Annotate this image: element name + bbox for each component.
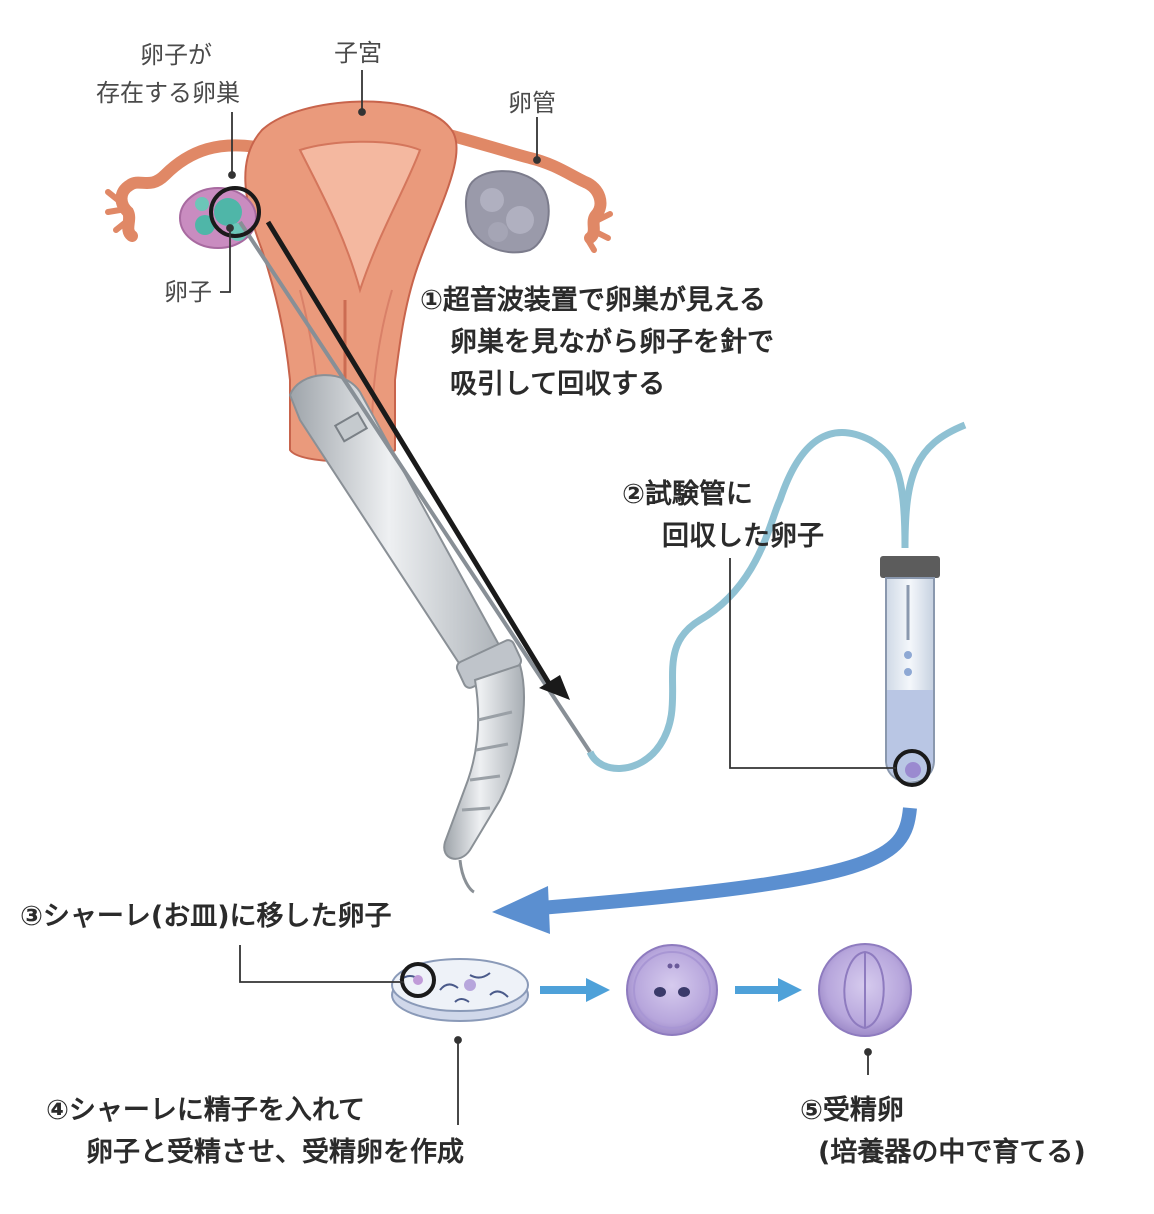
step1-text-line2: 卵巣を見ながら卵子を針で — [450, 327, 774, 358]
transfer-arrow — [492, 807, 917, 934]
progress-arrow-1 — [540, 978, 610, 1002]
step1-text-line3: 吸引して回収する — [450, 369, 666, 400]
leader-lines — [220, 70, 896, 1125]
step5-text-line2: (培養器の中で育てる) — [818, 1137, 1086, 1168]
step2-text-line1: ②試験管に — [622, 479, 753, 510]
ultrasound-probe-illustration — [238, 220, 592, 894]
zygote-cell-illustration — [626, 944, 718, 1036]
ovary-label-line1: 卵子が — [140, 41, 212, 69]
ovary-label-line2: 存在する卵巣 — [96, 79, 240, 107]
two-cell-embryo-illustration — [818, 943, 912, 1037]
egg-label: 卵子 — [164, 278, 212, 306]
oviduct-label: 卵管 — [508, 89, 556, 117]
step3-text: ③シャーレ(お皿)に移した卵子 — [20, 901, 392, 932]
dish-highlight-circle — [400, 962, 436, 998]
step5-text-line1: ⑤受精卵 — [800, 1095, 904, 1126]
step4-text-line2: 卵子と受精させ、受精卵を作成 — [86, 1137, 464, 1168]
uterus-label: 子宮 — [334, 39, 382, 67]
progress-arrow-2 — [735, 978, 802, 1002]
step4-text-line1: ④シャーレに精子を入れて — [46, 1095, 366, 1126]
step2-text-line2: 回収した卵子 — [662, 521, 824, 552]
test-tube-illustration — [880, 556, 940, 784]
ovary-highlight-circle — [209, 186, 261, 238]
step1-text-line1: ①超音波装置で卵巣が見える — [420, 285, 767, 316]
petri-dish-illustration — [391, 958, 529, 1022]
suction-tubing — [586, 421, 967, 772]
needle-direction-arrow — [265, 220, 570, 700]
